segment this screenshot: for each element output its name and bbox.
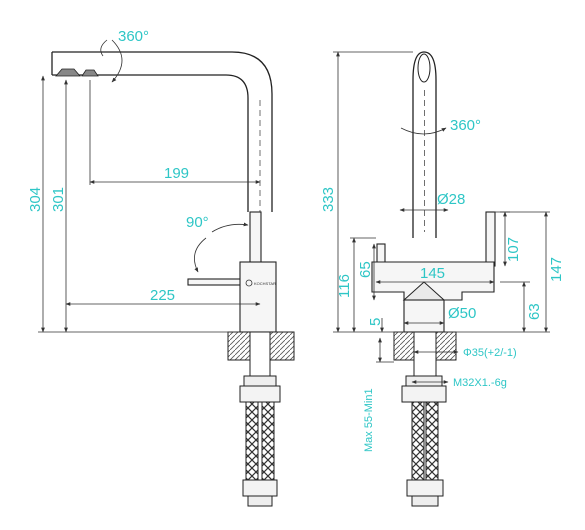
thread-label: M32X1.-6g [453,377,507,389]
right-total-label: 147 [548,257,565,282]
left-height-spout-label: 301 [50,187,67,212]
mount-shank [249,331,271,377]
right-rotation-label: 360° [450,117,481,134]
base-cylinder [403,299,445,333]
lever-handle [187,278,245,286]
spray-head-right [81,69,99,77]
left-angle-label: 90° [186,214,209,231]
hole-diameter-label: Φ35(+2/-1) [463,347,517,359]
base-height-label: 116 [336,274,353,298]
spout-outer [52,51,273,212]
hose-left-right-view [411,401,425,481]
brand-mark: KOCHSTAR [254,281,276,286]
spout-top [417,53,431,83]
left-reach-total-label: 225 [150,287,175,304]
right-filter-lever [485,211,496,267]
hose-right-right-view [425,401,439,481]
base-offset-label: 5 [367,318,384,326]
faucet-body [239,261,277,333]
lever-height-label: 65 [357,261,374,278]
base-diameter-label: Ø50 [448,305,476,322]
right-height-total-label: 333 [320,187,337,212]
left-rotation-label: 360° [118,28,149,45]
right-offset-label: 63 [526,303,543,320]
pipe-diameter-label: Ø28 [437,191,465,208]
left-view: KOCHSTAR [38,39,295,507]
right-lever-height-label: 107 [505,237,522,262]
spray-head-left [55,68,81,77]
left-height-total-label: 304 [27,187,44,212]
hose-right [261,401,275,481]
spout-inner [52,74,249,212]
hose-left [245,401,259,481]
right-view [333,51,550,507]
left-reach-label: 199 [164,165,189,182]
body-width-label: 145 [420,265,445,282]
left-cold-lever [376,243,386,265]
mount-thickness-label: Max 55-Min1 [363,388,375,452]
